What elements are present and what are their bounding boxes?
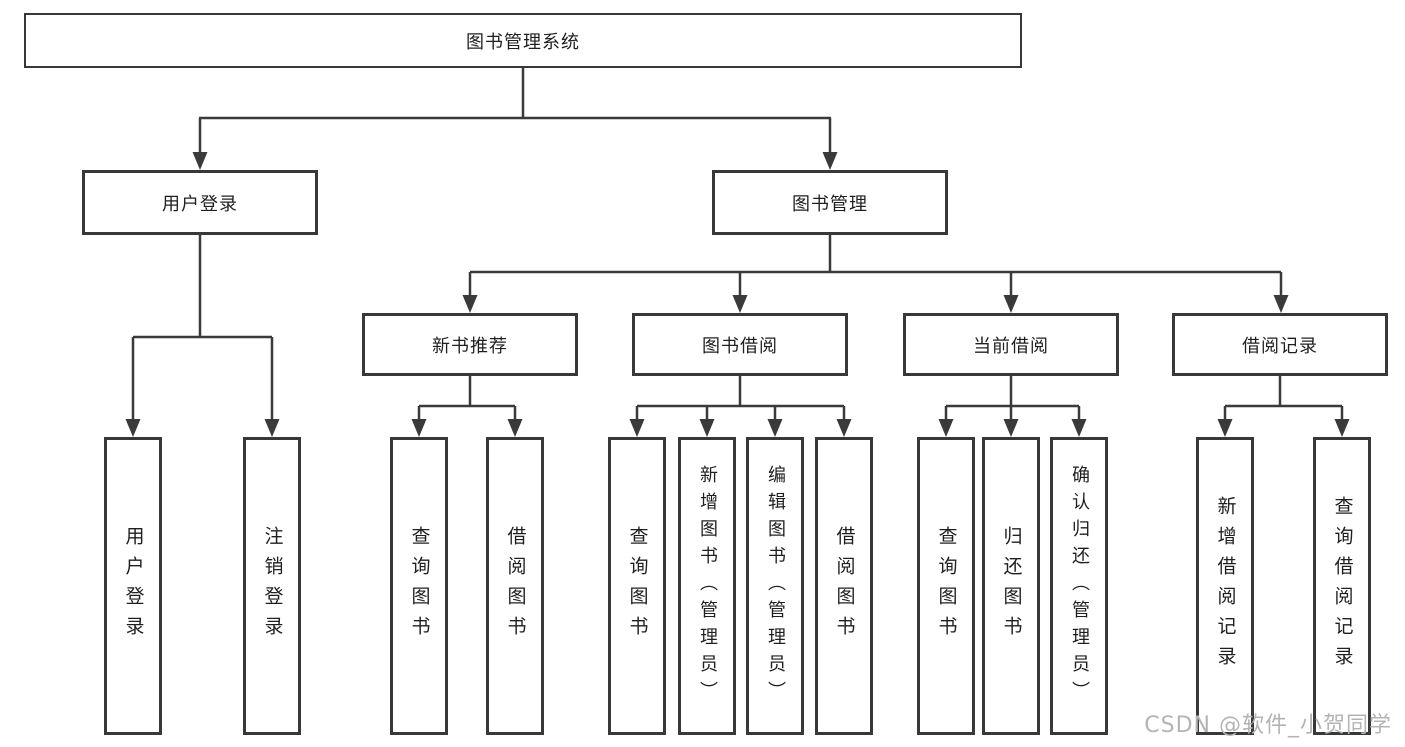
leaf-confirm-return-admin: 确认归还（管理员）: [1050, 437, 1108, 735]
node-current-borrow-label: 当前借阅: [973, 335, 1049, 357]
leaf-add-book-admin-label: 新增图书（管理员）: [697, 464, 718, 708]
node-user-login-label: 用户登录: [162, 193, 238, 215]
leaf-edit-book-admin-label: 编辑图书（管理员）: [765, 464, 786, 708]
leaf-borrow-books-recommend: 借阅图书: [486, 437, 544, 735]
leaf-logout-label: 注销登录: [261, 526, 284, 646]
leaf-query-books-borrow-label: 查询图书: [626, 526, 649, 646]
node-user-login: 用户登录: [82, 170, 318, 235]
leaf-add-book-admin: 新增图书（管理员）: [678, 437, 736, 735]
node-current-borrow: 当前借阅: [903, 313, 1119, 376]
node-book-borrow: 图书借阅: [632, 313, 848, 376]
node-new-book-recommend-label: 新书推荐: [432, 335, 508, 357]
leaf-query-books-current: 查询图书: [917, 437, 975, 735]
leaf-return-book-label: 归还图书: [1000, 526, 1023, 646]
node-book-borrow-label: 图书借阅: [702, 335, 778, 357]
leaf-user-login: 用户登录: [104, 437, 162, 735]
leaf-borrow-books-recommend-label: 借阅图书: [504, 526, 527, 646]
node-borrow-records: 借阅记录: [1172, 313, 1388, 376]
leaf-borrow-books-label: 借阅图书: [833, 526, 856, 646]
arrowheads: [125, 152, 1350, 437]
leaf-query-borrow-record-label: 查询借阅记录: [1331, 496, 1354, 676]
leaf-query-books-borrow: 查询图书: [608, 437, 666, 735]
leaf-edit-book-admin: 编辑图书（管理员）: [746, 437, 804, 735]
leaf-query-borrow-record: 查询借阅记录: [1313, 437, 1371, 735]
node-root: 图书管理系统: [24, 13, 1022, 68]
leaf-logout: 注销登录: [243, 437, 301, 735]
leaf-query-books-recommend-label: 查询图书: [408, 526, 431, 646]
node-book-management-label: 图书管理: [792, 193, 868, 215]
leaf-query-books-current-label: 查询图书: [935, 526, 958, 646]
leaf-borrow-books: 借阅图书: [815, 437, 873, 735]
node-root-label: 图书管理系统: [466, 31, 580, 53]
leaf-add-borrow-record-label: 新增借阅记录: [1214, 496, 1237, 676]
leaf-user-login-label: 用户登录: [122, 526, 145, 646]
leaf-query-books-recommend: 查询图书: [390, 437, 448, 735]
node-new-book-recommend: 新书推荐: [362, 313, 578, 376]
leaf-return-book: 归还图书: [982, 437, 1040, 735]
node-borrow-records-label: 借阅记录: [1242, 335, 1318, 357]
leaf-add-borrow-record: 新增借阅记录: [1196, 437, 1254, 735]
leaf-confirm-return-admin-label: 确认归还（管理员）: [1069, 464, 1090, 708]
node-book-management: 图书管理: [712, 170, 948, 235]
